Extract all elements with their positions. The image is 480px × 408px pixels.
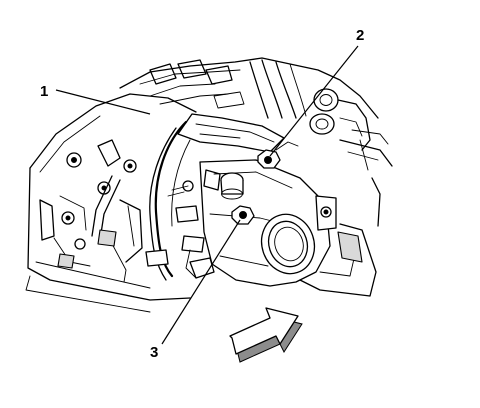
leader-line-3 (161, 219, 241, 345)
callout-1: 1 (40, 83, 151, 115)
engine-background (119, 57, 393, 227)
callout-label-2: 2 (356, 27, 364, 44)
view-direction-arrow-icon (229, 307, 303, 363)
sensor-cap (167, 169, 244, 223)
fastener-nut-3 (231, 205, 255, 225)
callout-2: 2 (269, 27, 364, 157)
transmission-case (25, 93, 197, 313)
callout-label-1: 1 (40, 83, 48, 100)
callout-label-3: 3 (150, 344, 158, 361)
callout-3: 3 (150, 219, 241, 361)
leader-line-1 (55, 89, 151, 115)
leader-line-2 (269, 45, 359, 157)
fastener-nut-2 (257, 141, 299, 169)
bracket-assembly (145, 113, 285, 281)
